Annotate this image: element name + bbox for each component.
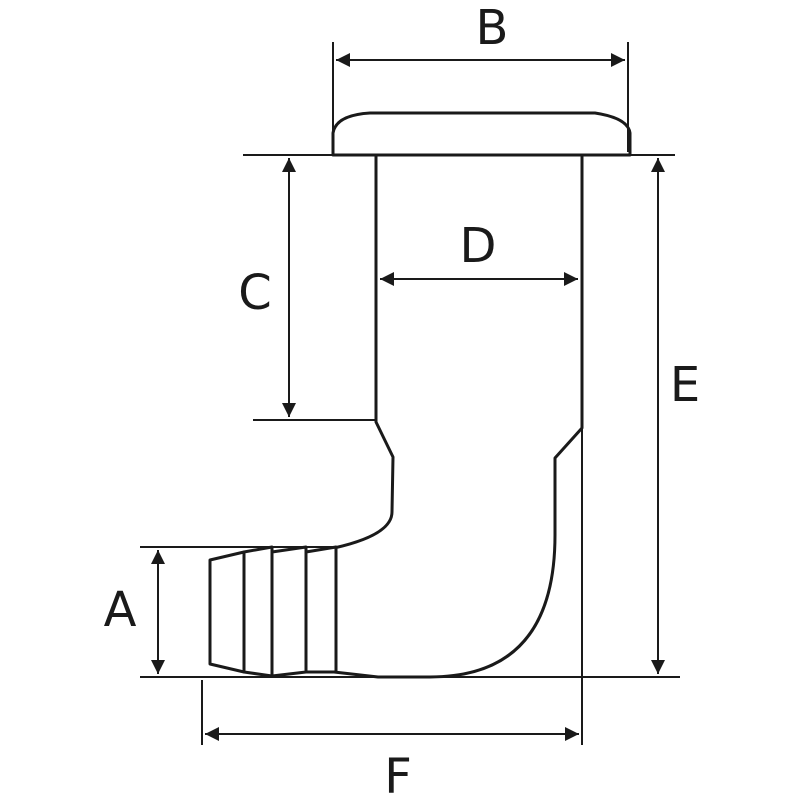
extension-lines — [140, 42, 680, 745]
flange-head — [331, 111, 632, 157]
barb-ring-4 — [304, 545, 338, 674]
elbow-body — [332, 153, 584, 679]
barb-ring-3 — [270, 545, 308, 678]
label-e: E — [670, 357, 700, 413]
label-c: C — [238, 265, 272, 321]
dimension-lines — [151, 53, 665, 741]
dimension-labels: B C D E A F — [104, 0, 701, 800]
hose-barb — [208, 545, 338, 678]
label-b: B — [476, 0, 509, 56]
label-a: A — [104, 582, 137, 638]
barb-ring-2 — [242, 545, 274, 678]
barb-ring-1 — [208, 550, 246, 674]
label-d: D — [460, 218, 497, 274]
label-f: F — [384, 749, 412, 800]
